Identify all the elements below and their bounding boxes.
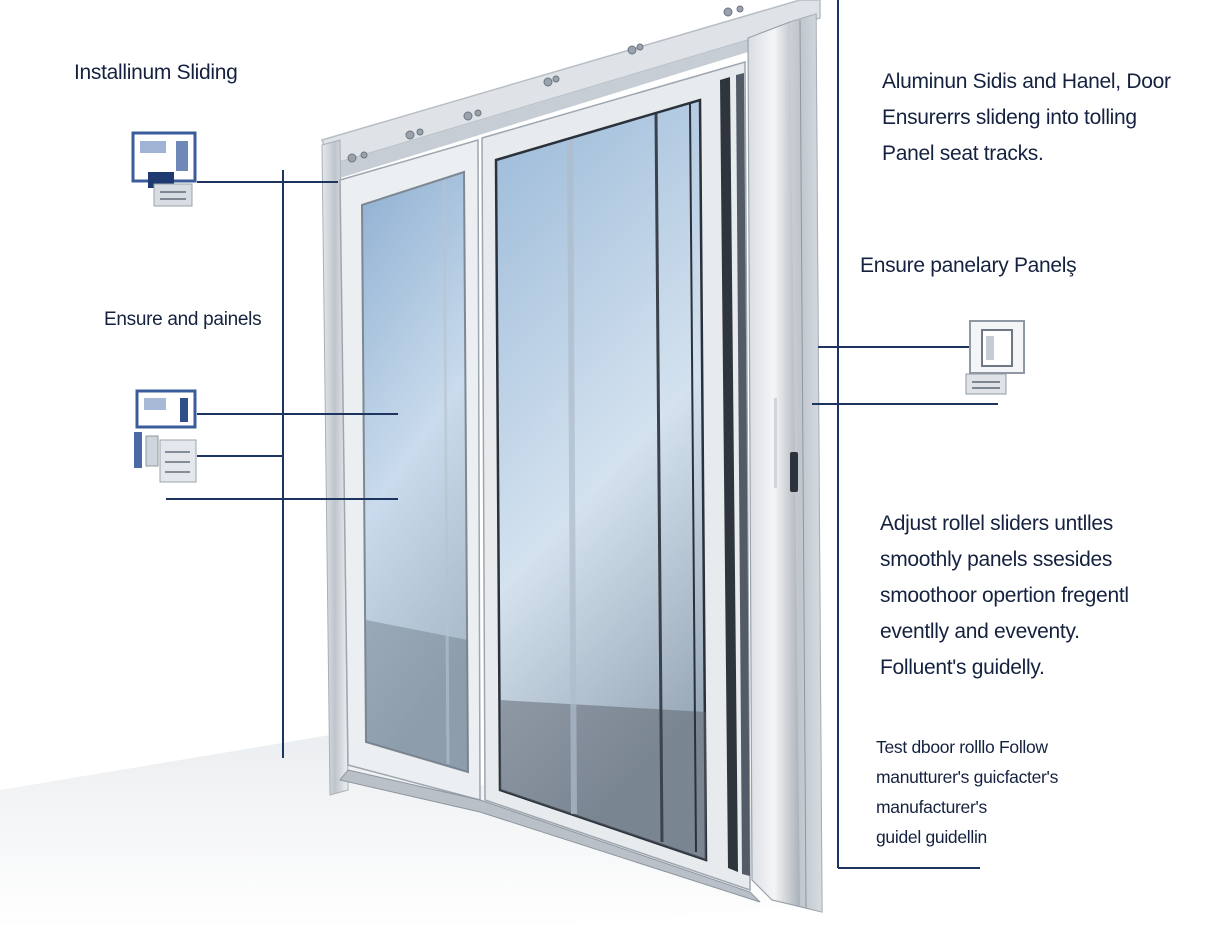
label-line: Ensurerrs slideng into tolling xyxy=(882,106,1137,129)
label-ensure-panelary-panels: Ensure panelary Panelş xyxy=(860,254,1077,277)
floor-shadow xyxy=(0,735,830,928)
left-panel-glass xyxy=(360,170,470,774)
label-installinum-sliding: Installinum Sliding xyxy=(74,61,238,84)
label-aluminum-door: Aluminun Sidis and Hanel, Door Ensurerrs… xyxy=(882,64,1171,172)
label-line: eventlly and eveventy. xyxy=(880,620,1080,643)
label-line: smoothoor opertion fregentl xyxy=(880,584,1129,607)
label-line: Folluent's guidelly. xyxy=(880,656,1045,679)
label-line: smoothly panels ssesides xyxy=(880,548,1113,571)
label-line: Adjust rollel sliders untlles xyxy=(880,512,1113,535)
label-line: guidel guidellin xyxy=(876,827,987,847)
label-line: manufacturer's xyxy=(876,797,987,817)
panel-clip-icon xyxy=(965,320,1025,395)
roller-hardware-icon xyxy=(134,389,197,483)
track-screws xyxy=(347,5,744,163)
label-line: Panel seat tracks. xyxy=(882,142,1044,165)
label-test-door: Test dboor rolllo Follow manutturer's gu… xyxy=(876,732,1058,852)
leader-lines xyxy=(166,0,998,869)
label-line: Aluminun Sidis and Hanel, Door xyxy=(882,70,1171,93)
bottom-track xyxy=(339,769,761,903)
door-handle xyxy=(790,452,798,492)
label-line: Test dboor rolllo Follow xyxy=(876,737,1048,757)
label-line: manutturer's guicfacter's xyxy=(876,767,1059,787)
label-adjust-sliders: Adjust rollel sliders untlles smoothly p… xyxy=(880,506,1129,686)
label-ensure-and-painels: Ensure and painels xyxy=(104,309,262,330)
track-bracket-icon xyxy=(131,131,197,207)
